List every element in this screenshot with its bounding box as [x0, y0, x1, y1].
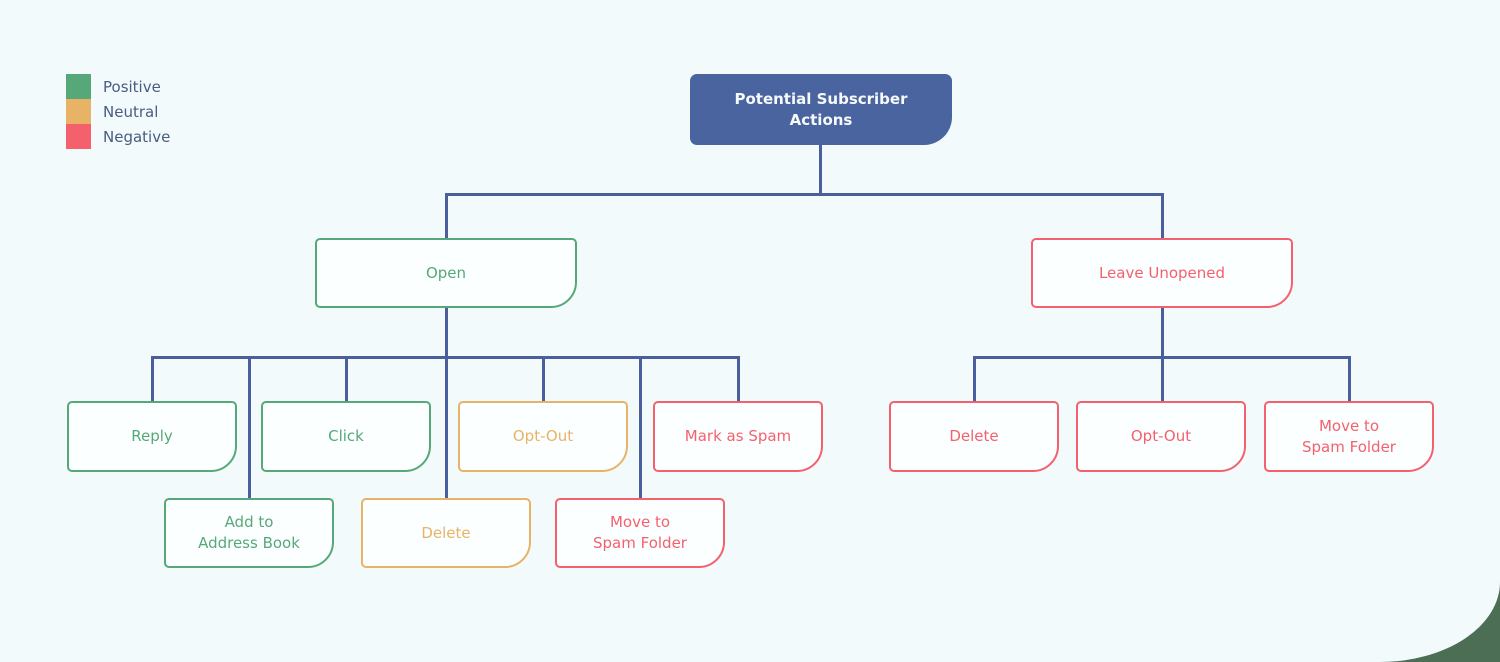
legend-label-negative: Negative [103, 127, 171, 146]
connector [973, 356, 976, 403]
legend-label-neutral: Neutral [103, 102, 159, 121]
node-label: Leave Unopened [1098, 263, 1226, 282]
node-add-to-address-book: Add to Address Book [164, 498, 334, 568]
node-reply: Reply [67, 401, 237, 472]
legend-item-neutral: Neutral [66, 99, 170, 124]
positive-color-swatch [66, 74, 91, 99]
connector [248, 356, 251, 498]
node-label: Opt-Out [1130, 427, 1192, 445]
node-click: Click [261, 401, 431, 472]
connector [445, 193, 448, 240]
node-label: Mark as Spam [684, 427, 792, 445]
connector [737, 356, 740, 403]
node-move-to-spam-folder-open: Move to Spam Folder [555, 498, 725, 568]
node-open: Open [315, 238, 577, 308]
node-label: Reply [131, 427, 173, 445]
node-label: Potential Subscriber Actions [734, 89, 908, 129]
node-opt-out-unopened: Opt-Out [1076, 401, 1246, 472]
node-label: Opt-Out [512, 427, 574, 445]
connector [445, 193, 1164, 196]
node-label: Delete [421, 523, 471, 542]
connector [639, 356, 642, 498]
connector [542, 356, 545, 403]
node-opt-out-open: Opt-Out [458, 401, 628, 472]
node-leave-unopened: Leave Unopened [1031, 238, 1293, 308]
negative-color-swatch [66, 124, 91, 149]
connector [151, 356, 154, 403]
legend: Positive Neutral Negative [66, 74, 170, 149]
node-label: Open [425, 263, 467, 282]
node-mark-as-spam: Mark as Spam [653, 401, 823, 472]
node-potential-subscriber-actions: Potential Subscriber Actions [690, 74, 952, 145]
node-label: Add to Address Book [198, 513, 300, 552]
node-label: Delete [949, 427, 999, 445]
connector [1161, 308, 1164, 403]
node-label: Click [328, 427, 364, 445]
neutral-color-swatch [66, 99, 91, 124]
node-label: Move to Spam Folder [593, 513, 687, 552]
connector [151, 356, 740, 359]
node-delete-open: Delete [361, 498, 531, 568]
legend-item-positive: Positive [66, 74, 170, 99]
connector [1161, 193, 1164, 240]
node-label: Move to Spam Folder [1302, 416, 1396, 456]
connector [973, 356, 1351, 359]
connector [345, 356, 348, 403]
node-delete-unopened: Delete [889, 401, 1059, 472]
connector [819, 145, 822, 194]
node-move-to-spam-folder-unopened: Move to Spam Folder [1264, 401, 1434, 472]
legend-item-negative: Negative [66, 124, 170, 149]
connector [445, 308, 448, 498]
legend-label-positive: Positive [103, 77, 161, 96]
connector [1348, 356, 1351, 403]
